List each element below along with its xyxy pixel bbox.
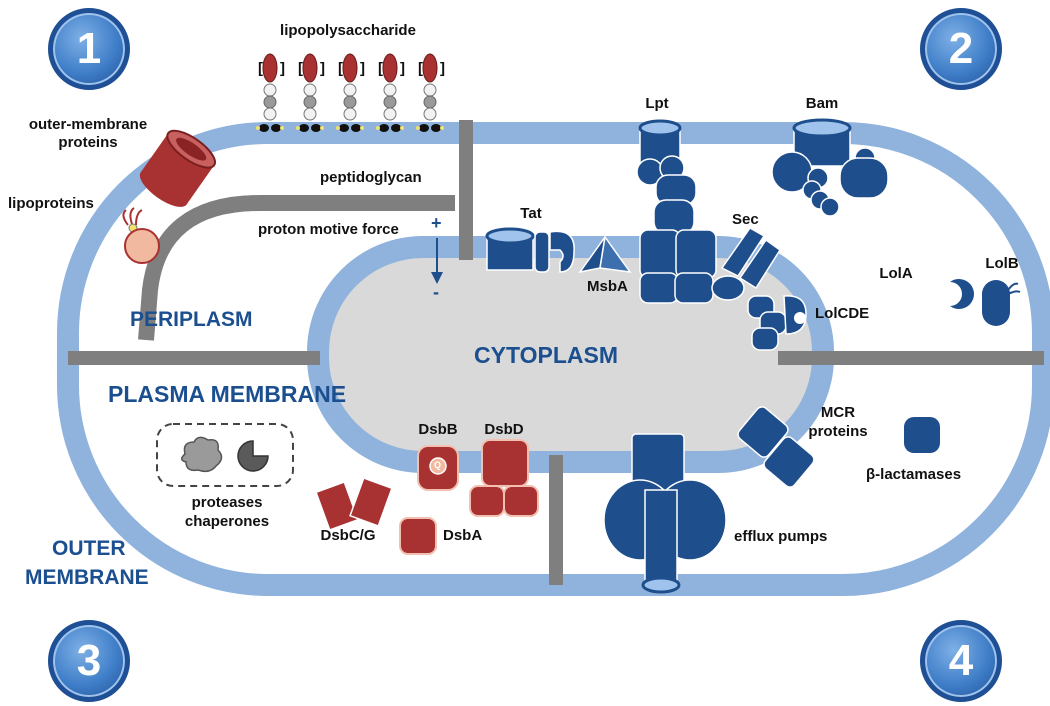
dsbd-protein bbox=[469, 439, 539, 517]
dsbcg-protein bbox=[315, 477, 393, 531]
svg-text:[: [ bbox=[378, 60, 383, 77]
beta-lactamase-protein bbox=[904, 417, 940, 453]
tat-complex bbox=[485, 227, 575, 273]
pmf-minus-sign: - bbox=[433, 282, 439, 302]
lolcde-label: LolCDE bbox=[815, 305, 870, 322]
plasma-membrane-label: PLASMA MEMBRANE bbox=[108, 381, 347, 407]
svg-text:]: ] bbox=[440, 60, 445, 77]
proteases-label: proteases bbox=[191, 494, 263, 511]
svg-text:]: ] bbox=[320, 60, 325, 77]
quadrant-dividers bbox=[68, 120, 1044, 585]
outer-membrane-proteins-label-line1: outer-membrane bbox=[28, 116, 148, 133]
outer-membrane-label-line1: OUTER bbox=[52, 537, 126, 560]
quadrant-badge-4: 4 bbox=[920, 620, 1002, 702]
efflux-pump bbox=[603, 433, 727, 594]
dsbb-label: DsbB bbox=[418, 421, 458, 438]
outer-membrane-protein bbox=[139, 129, 216, 207]
lipopolysaccharide-label: lipopolysaccharide bbox=[280, 22, 416, 39]
lolb-label: LolB bbox=[985, 255, 1019, 272]
lolcde-complex bbox=[747, 295, 807, 351]
pmf-plus-sign: + bbox=[431, 213, 442, 233]
proton-motive-force-arrow bbox=[431, 238, 443, 284]
msba-label: MsbA bbox=[587, 278, 628, 295]
periplasm-label: PERIPLASM bbox=[130, 308, 253, 331]
outer-membrane-proteins-label-line2: proteins bbox=[58, 134, 118, 151]
dsba-protein bbox=[399, 517, 437, 555]
sec-translocon bbox=[711, 227, 782, 301]
lolb-protein bbox=[982, 280, 1021, 326]
mcr-proteins-label-line2: proteins bbox=[808, 423, 868, 440]
dsbb-protein bbox=[417, 445, 459, 491]
proton-motive-force-label: proton motive force bbox=[258, 221, 399, 238]
bam-label: Bam bbox=[805, 95, 839, 112]
dsba-label: DsbA bbox=[443, 527, 483, 544]
msba-pyramid bbox=[578, 235, 632, 274]
svg-text:[: [ bbox=[418, 60, 423, 77]
chaperones-label: chaperones bbox=[184, 513, 270, 530]
dsbd-label: DsbD bbox=[484, 421, 524, 438]
peptidoglycan-layer bbox=[138, 195, 455, 341]
bam-complex bbox=[771, 118, 889, 217]
mcr-proteins-label-line1: MCR bbox=[820, 404, 856, 421]
peptidoglycan-label: peptidoglycan bbox=[320, 169, 422, 186]
svg-text:[: [ bbox=[258, 60, 263, 77]
chaperone-pie-icon bbox=[237, 440, 269, 472]
beta-lactamases-label: β-lactamases bbox=[866, 466, 962, 483]
quadrant-badge-3: 3 bbox=[48, 620, 130, 702]
svg-text:[: [ bbox=[298, 60, 303, 77]
tat-label: Tat bbox=[520, 205, 542, 222]
mcr-proteins bbox=[737, 406, 815, 488]
lpt-complex bbox=[636, 119, 717, 304]
svg-text:]: ] bbox=[280, 60, 285, 77]
efflux-pumps-label: efflux pumps bbox=[734, 528, 828, 545]
dsbcg-label: DsbC/G bbox=[320, 527, 376, 544]
lipoproteins-label: lipoproteins bbox=[8, 195, 94, 212]
lpt-label: Lpt bbox=[645, 95, 669, 112]
lola-protein bbox=[950, 279, 974, 309]
svg-text:[: [ bbox=[338, 60, 343, 77]
dsb-quinone-label: Q bbox=[434, 460, 442, 470]
lola-label: LolA bbox=[879, 265, 913, 282]
protease-cloud-icon bbox=[181, 436, 223, 473]
cytoplasm-label: CYTOPLASM bbox=[474, 342, 618, 368]
lipopolysaccharide-molecules: [ ] [ ] [ ] bbox=[256, 53, 445, 132]
proteases-chaperones-box bbox=[156, 423, 294, 487]
sec-label: Sec bbox=[732, 211, 759, 228]
quadrant-badge-1: 1 bbox=[48, 8, 130, 90]
svg-text:]: ] bbox=[360, 60, 365, 77]
outer-membrane-label-line2: MEMBRANE bbox=[25, 566, 149, 589]
quadrant-badge-2: 2 bbox=[920, 8, 1002, 90]
lipoprotein bbox=[122, 207, 160, 264]
svg-text:]: ] bbox=[400, 60, 405, 77]
